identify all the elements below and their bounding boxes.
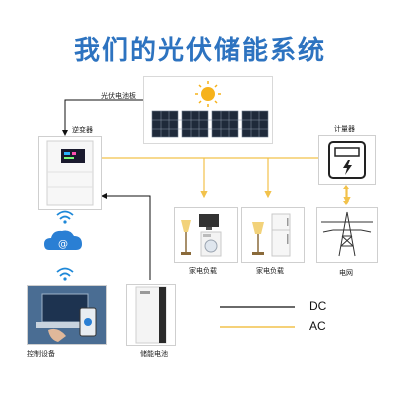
legend-dc-label: DC xyxy=(309,299,327,313)
control-device-box xyxy=(27,285,107,345)
dc-line-battery-inverter xyxy=(101,193,151,280)
wifi-icon-bottom xyxy=(56,267,74,281)
inverter-icon xyxy=(46,140,94,206)
load1-box xyxy=(174,207,238,263)
svg-text:@: @ xyxy=(58,239,68,250)
inverter-label: 逆变器 xyxy=(72,126,93,134)
power-tower-icon xyxy=(321,211,373,257)
inverter-box xyxy=(38,136,102,210)
cloud-icon: @ xyxy=(44,230,82,250)
meter-icon xyxy=(328,141,366,179)
solar-panel-label: 光伏电池板 xyxy=(101,92,136,100)
meter-label: 计量器 xyxy=(334,125,355,133)
wifi-icon-top xyxy=(56,210,74,224)
battery-icon xyxy=(135,286,167,344)
meter-box xyxy=(318,135,376,185)
battery-box xyxy=(126,284,176,346)
appliance-icon xyxy=(181,214,222,257)
load1-label: 家电负载 xyxy=(189,267,217,275)
grid-box xyxy=(316,207,378,263)
grid-label: 电网 xyxy=(339,269,353,277)
battery-label: 储能电池 xyxy=(140,350,168,358)
legend-ac-label: AC xyxy=(309,319,326,333)
solar-panel-icon xyxy=(151,81,269,138)
load2-label: 家电负载 xyxy=(256,267,284,275)
laptop-phone-icon xyxy=(28,286,106,344)
refrigerator-lamp-icon xyxy=(252,213,291,257)
dc-line-solar-inverter xyxy=(62,99,143,136)
diagram-title: 我们的光伏储能系统 xyxy=(73,36,326,66)
solar-panel-box xyxy=(143,76,273,144)
load2-box xyxy=(241,207,305,263)
control-device-label: 控制设备 xyxy=(27,350,55,358)
